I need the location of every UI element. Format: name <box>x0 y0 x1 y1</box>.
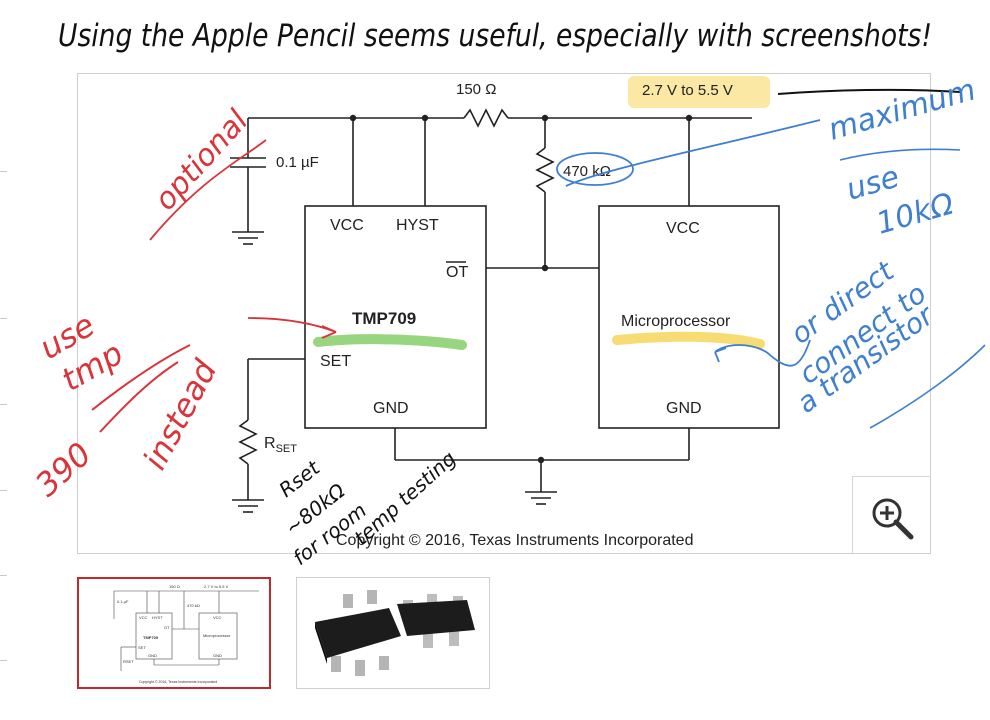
thumb-ic-label: TMP709 <box>143 635 159 640</box>
note-maximum: maximum <box>825 72 980 147</box>
mcu-gnd-pin: GND <box>666 400 702 417</box>
supply-highlight <box>628 76 770 108</box>
chip-package-image <box>315 590 475 676</box>
thumb-vcc-label: VCC <box>139 615 148 620</box>
tmp709-vcc-pin: VCC <box>330 217 364 234</box>
thumb-gnd-label: GND <box>148 653 157 658</box>
thumb-hyst-label: HYST <box>152 615 163 620</box>
thumb-set-label: SET <box>138 645 146 650</box>
diagram-frame <box>77 73 931 554</box>
tmp709-set-pin: SET <box>320 353 351 370</box>
copyright-text: Copyright © 2016, Texas Instruments Inco… <box>336 532 693 549</box>
note-optional: optional <box>148 103 256 217</box>
scratch-out <box>91 344 191 411</box>
pullup-circle <box>556 152 634 186</box>
maximum-arrow <box>565 119 821 187</box>
thumbnail-schematic[interactable]: 150 Ω 2.7 V to 5.5 V 0.1 µF 470 kΩ VCC H… <box>77 577 271 689</box>
or-direct-arrow <box>714 339 811 367</box>
tmp709-ot-pin: OT <box>446 264 468 281</box>
rset-label: RSET <box>264 435 297 455</box>
arrow-to-tmp709 <box>247 317 337 339</box>
thumb-rset-label: RSET <box>123 659 134 664</box>
left-ruler <box>0 0 10 720</box>
tmp709-hyst-pin: HYST <box>396 217 439 234</box>
tmp709-highlight <box>313 334 467 350</box>
junction-dots <box>349 114 693 464</box>
resistor-150-label: 150 Ω <box>456 81 496 98</box>
underline-scribble <box>777 88 961 95</box>
thumb-mcu-label: Microprocessor <box>203 633 231 638</box>
note-use-10k-a: use <box>843 159 904 207</box>
tmp709-gnd-pin: GND <box>373 400 409 417</box>
thumb-ot-label: OT <box>164 625 170 630</box>
zoom-button[interactable] <box>852 476 930 553</box>
handwritten-title-note: Using the Apple Pencil seems useful, esp… <box>58 18 932 54</box>
supply-voltage-label: 2.7 V to 5.5 V <box>642 82 733 99</box>
thumb-mcu-vcc-label: VCC <box>213 615 222 620</box>
thumbnail-package-photo[interactable] <box>296 577 490 689</box>
thumb-copyright: Copyright © 2016, Texas Instruments Inco… <box>139 680 217 684</box>
note-use-tmp-3: 390 <box>28 435 99 504</box>
schematic-wires <box>230 108 780 513</box>
mcu-vcc-pin: VCC <box>666 220 700 237</box>
optional-strike <box>149 139 267 241</box>
thumb-cap-label: 0.1 µF <box>117 599 129 604</box>
mcu-name: Microprocessor <box>621 313 731 330</box>
zoom-in-icon <box>872 498 914 540</box>
tmp709-chip-name: TMP709 <box>352 309 416 328</box>
thumb-mcu-gnd-label: GND <box>213 653 222 658</box>
capacitor-label: 0.1 µF <box>276 154 319 171</box>
thumb-pullup-label: 470 kΩ <box>187 603 200 608</box>
mcu-highlight <box>612 331 765 349</box>
thumbnail-schematic-image: 150 Ω 2.7 V to 5.5 V 0.1 µF 470 kΩ VCC H… <box>113 584 259 684</box>
pullup-resistor-label: 470 kΩ <box>563 163 611 180</box>
note-use-tmp-4: instead <box>136 353 225 476</box>
thumb-supply-label: 2.7 V to 5.5 V <box>204 584 229 589</box>
thumb-res-label: 150 Ω <box>169 584 180 589</box>
